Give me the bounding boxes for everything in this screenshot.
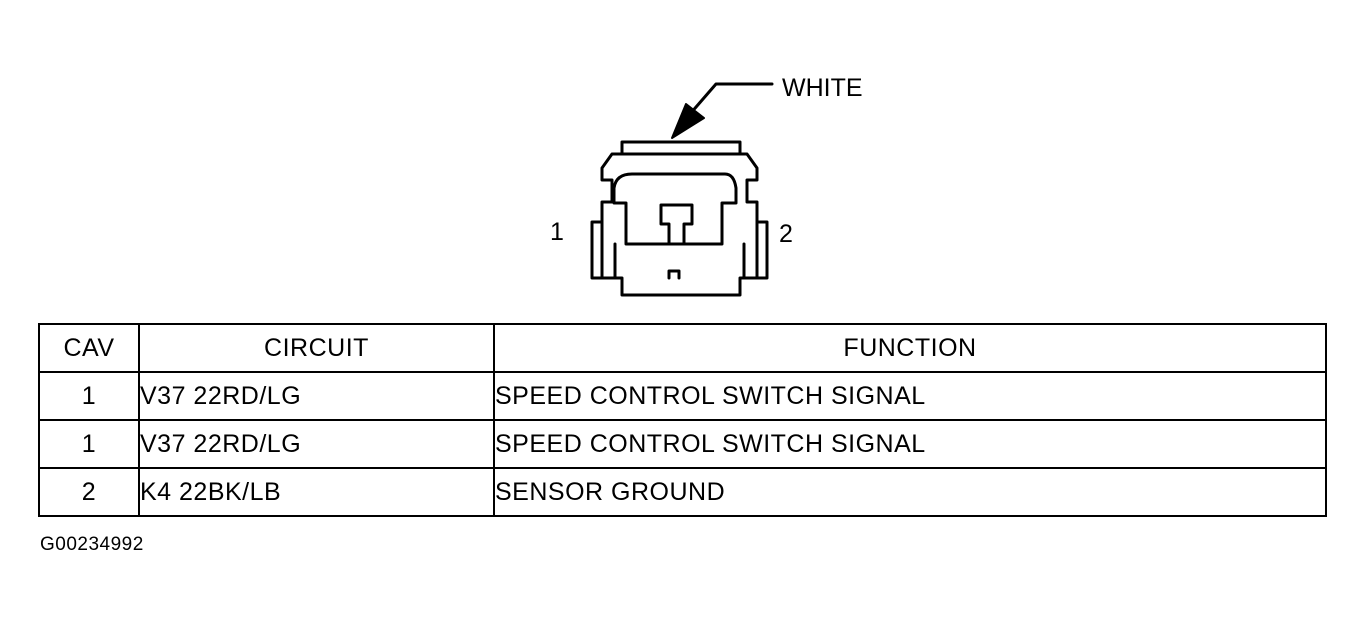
left-flange xyxy=(590,220,604,280)
header-function: FUNCTION xyxy=(493,323,1327,373)
cell-cav: 1 xyxy=(38,371,140,421)
connector-diagram: WHITE 1 2 xyxy=(550,74,863,297)
cell-circuit: V37 22RD/LG xyxy=(138,419,495,469)
table-header-row: CAV CIRCUIT FUNCTION xyxy=(38,323,1327,373)
table-row: 2 K4 22BK/LB SENSOR GROUND xyxy=(38,467,1327,517)
header-circuit: CIRCUIT xyxy=(138,323,495,373)
pinout-table: CAV CIRCUIT FUNCTION 1 V37 22RD/LG SPEED… xyxy=(38,323,1327,517)
leader-line xyxy=(688,82,774,116)
table-row: 1 V37 22RD/LG SPEED CONTROL SWITCH SIGNA… xyxy=(38,419,1327,469)
cavity-outline xyxy=(612,172,738,246)
pin-2-label: 2 xyxy=(779,220,793,248)
header-cav: CAV xyxy=(38,323,140,373)
center-terminal xyxy=(659,203,694,246)
figure-id: G00234992 xyxy=(40,534,144,555)
cell-circuit: V37 22RD/LG xyxy=(138,371,495,421)
cell-cav: 1 xyxy=(38,419,140,469)
housing-top xyxy=(620,140,742,156)
cell-circuit: K4 22BK/LB xyxy=(138,467,495,517)
table-row: 1 V37 22RD/LG SPEED CONTROL SWITCH SIGNA… xyxy=(38,371,1327,421)
bottom-notch xyxy=(667,269,681,280)
cell-function: SPEED CONTROL SWITCH SIGNAL xyxy=(493,419,1327,469)
cell-cav: 2 xyxy=(38,467,140,517)
pin-1-label: 1 xyxy=(550,218,564,246)
color-label: WHITE xyxy=(782,74,863,102)
arrow-head xyxy=(671,103,705,139)
right-flange xyxy=(755,220,769,280)
cell-function: SENSOR GROUND xyxy=(493,467,1327,517)
cell-function: SPEED CONTROL SWITCH SIGNAL xyxy=(493,371,1327,421)
